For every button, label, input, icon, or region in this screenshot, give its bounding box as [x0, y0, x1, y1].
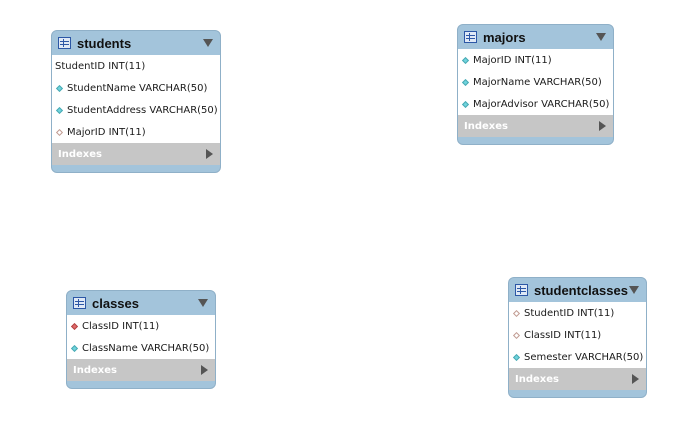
attribute-diamond-icon — [461, 56, 470, 64]
column-label: StudentID INT(11) — [55, 60, 146, 72]
indexes-label: Indexes — [73, 364, 117, 376]
column-list: StudentID INT(11) StudentName VARCHAR(50… — [52, 55, 220, 143]
table-footer — [52, 165, 220, 172]
column-row[interactable]: StudentAddress VARCHAR(50) — [52, 99, 220, 121]
table-students[interactable]: students StudentID INT(11) StudentName V… — [51, 30, 221, 173]
table-studentclasses[interactable]: studentclasses StudentID INT(11) ClassID… — [508, 277, 647, 398]
table-icon — [58, 37, 71, 49]
attribute-diamond-icon — [55, 106, 64, 114]
collapse-icon[interactable] — [198, 299, 208, 307]
column-label: ClassID INT(11) — [524, 329, 602, 341]
column-label: StudentID INT(11) — [524, 307, 615, 319]
table-title: classes — [92, 295, 139, 311]
attribute-diamond-icon — [461, 100, 470, 108]
column-row[interactable]: StudentID INT(11) — [509, 302, 646, 324]
table-title: studentclasses — [534, 282, 628, 298]
column-label: MajorName VARCHAR(50) — [473, 76, 602, 88]
foreign-key-diamond-icon — [55, 128, 64, 136]
table-title: students — [77, 35, 132, 51]
column-label: StudentName VARCHAR(50) — [67, 82, 208, 94]
column-label: ClassID INT(11) — [82, 320, 160, 332]
indexes-section[interactable]: Indexes — [52, 143, 220, 165]
column-list: ClassID INT(11) ClassName VARCHAR(50) — [67, 315, 215, 359]
collapse-icon[interactable] — [203, 39, 213, 47]
expand-arrow-icon[interactable] — [206, 149, 213, 159]
table-footer — [458, 137, 613, 144]
expand-arrow-icon[interactable] — [632, 374, 639, 384]
indexes-label: Indexes — [58, 148, 102, 160]
table-icon — [464, 31, 477, 43]
table-majors[interactable]: majors MajorID INT(11) MajorName VARCHAR… — [457, 24, 614, 145]
table-classes[interactable]: classes ClassID INT(11) ClassName VARCHA… — [66, 290, 216, 389]
attribute-diamond-icon — [461, 78, 470, 86]
column-row[interactable]: ClassID INT(11) — [509, 324, 646, 346]
column-row[interactable]: ClassID INT(11) — [67, 315, 215, 337]
column-row[interactable]: Semester VARCHAR(50) — [509, 346, 646, 368]
expand-arrow-icon[interactable] — [599, 121, 606, 131]
foreign-key-diamond-icon — [512, 309, 521, 317]
table-icon — [73, 297, 86, 309]
column-row[interactable]: StudentID INT(11) — [52, 55, 220, 77]
attribute-diamond-icon — [512, 353, 521, 361]
attribute-diamond-icon — [55, 84, 64, 92]
column-row[interactable]: MajorID INT(11) — [458, 49, 613, 71]
column-label: Semester VARCHAR(50) — [524, 351, 644, 363]
collapse-icon[interactable] — [596, 33, 606, 41]
column-row[interactable]: ClassName VARCHAR(50) — [67, 337, 215, 359]
column-row[interactable]: MajorID INT(11) — [52, 121, 220, 143]
table-header[interactable]: studentclasses — [509, 278, 646, 302]
column-label: MajorID INT(11) — [67, 126, 146, 138]
column-label: MajorID INT(11) — [473, 54, 552, 66]
foreign-key-diamond-icon — [512, 331, 521, 339]
column-row[interactable]: StudentName VARCHAR(50) — [52, 77, 220, 99]
column-list: StudentID INT(11) ClassID INT(11) Semest… — [509, 302, 646, 368]
primary-key-diamond-icon — [70, 322, 79, 330]
indexes-label: Indexes — [464, 120, 508, 132]
column-row[interactable]: MajorAdvisor VARCHAR(50) — [458, 93, 613, 115]
table-header[interactable]: majors — [458, 25, 613, 49]
indexes-section[interactable]: Indexes — [509, 368, 646, 390]
table-footer — [67, 381, 215, 388]
indexes-label: Indexes — [515, 373, 559, 385]
indexes-section[interactable]: Indexes — [458, 115, 613, 137]
column-list: MajorID INT(11) MajorName VARCHAR(50) Ma… — [458, 49, 613, 115]
column-label: ClassName VARCHAR(50) — [82, 342, 210, 354]
indexes-section[interactable]: Indexes — [67, 359, 215, 381]
attribute-diamond-icon — [70, 344, 79, 352]
table-footer — [509, 390, 646, 397]
expand-arrow-icon[interactable] — [201, 365, 208, 375]
column-label: MajorAdvisor VARCHAR(50) — [473, 98, 610, 110]
collapse-icon[interactable] — [629, 286, 639, 294]
table-icon — [515, 284, 528, 296]
column-label: StudentAddress VARCHAR(50) — [67, 104, 218, 116]
table-header[interactable]: classes — [67, 291, 215, 315]
table-header[interactable]: students — [52, 31, 220, 55]
table-title: majors — [483, 29, 526, 45]
column-row[interactable]: MajorName VARCHAR(50) — [458, 71, 613, 93]
